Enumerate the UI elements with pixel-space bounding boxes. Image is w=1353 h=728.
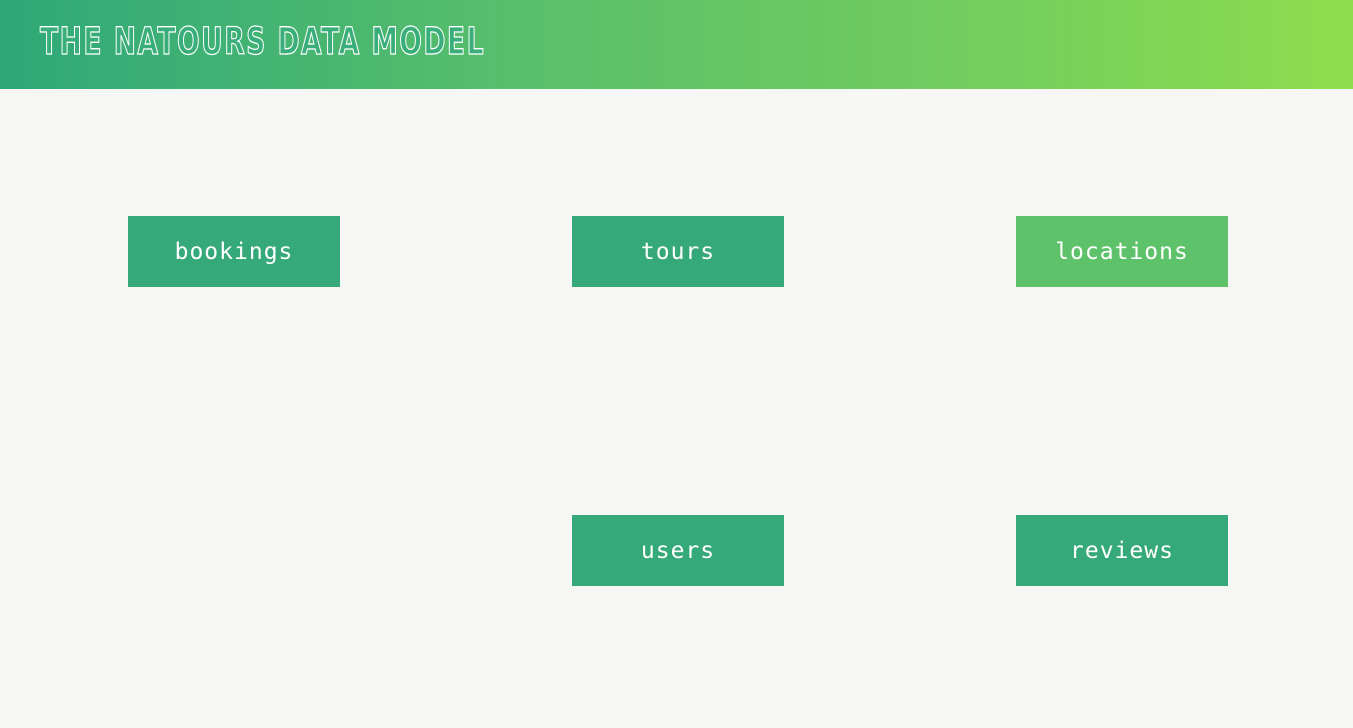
header-banner: The Natours Data Model — [0, 0, 1353, 89]
node-locations[interactable]: locations — [1016, 216, 1228, 287]
node-users[interactable]: users — [572, 515, 784, 586]
node-tours[interactable]: tours — [572, 216, 784, 287]
node-reviews[interactable]: reviews — [1016, 515, 1228, 586]
node-bookings[interactable]: bookings — [128, 216, 340, 287]
page-title: The Natours Data Model — [40, 19, 485, 63]
